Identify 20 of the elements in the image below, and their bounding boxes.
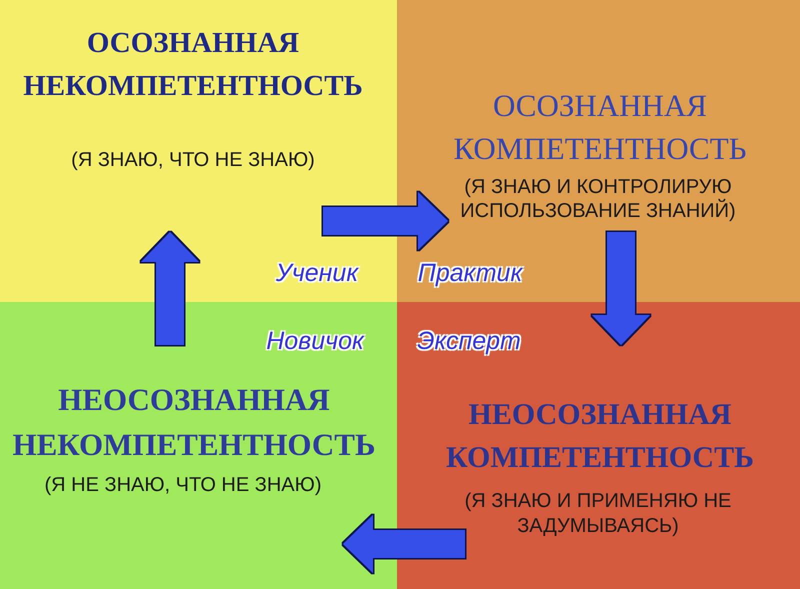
quadrant-description: (Я ЗНАЮ, ЧТО НЕ ЗНАЮ): [70, 149, 316, 171]
quadrant-description: (Я ЗНАЮ И КОНТРОЛИРУЮ ИСПОЛЬЗОВАНИЕ ЗНАНИЙ): [459, 175, 737, 223]
quadrant-heading: НЕОСОЗНАННАЯ КОМПЕТЕНТНОСТЬ: [445, 397, 755, 476]
arrow: [343, 515, 465, 573]
quadrant-panel: [397, 302, 800, 589]
arrow: [323, 192, 448, 250]
quadrant-heading: ОСОЗНАННАЯ НЕКОМПЕТЕНТНОСТЬ: [22, 26, 364, 104]
quadrant-heading: НЕОСОЗНАННАЯ НЕКОМПЕТЕНТНОСТЬ: [12, 381, 376, 464]
quadrant-panel: [0, 302, 397, 589]
stage-label: Ученик: [276, 259, 358, 287]
stage-label: Новичок: [266, 327, 364, 355]
quadrant-heading: ОСОЗНАННАЯ КОМПЕТЕНТНОСТЬ: [452, 87, 748, 168]
arrow: [141, 232, 199, 345]
stage-label: Эксперт: [417, 327, 521, 355]
quadrant-panel: [397, 0, 800, 302]
quadrant-description: (Я НЕ ЗНАЮ, ЧТО НЕ ЗНАЮ): [43, 474, 322, 496]
quadrant-description: (Я ЗНАЮ И ПРИМЕНЯЮ НЕ ЗАДУМЫВАЯСЬ): [464, 489, 732, 539]
arrow: [592, 232, 650, 345]
stage-label: Практик: [418, 259, 522, 287]
quadrant-panel: [0, 0, 397, 302]
